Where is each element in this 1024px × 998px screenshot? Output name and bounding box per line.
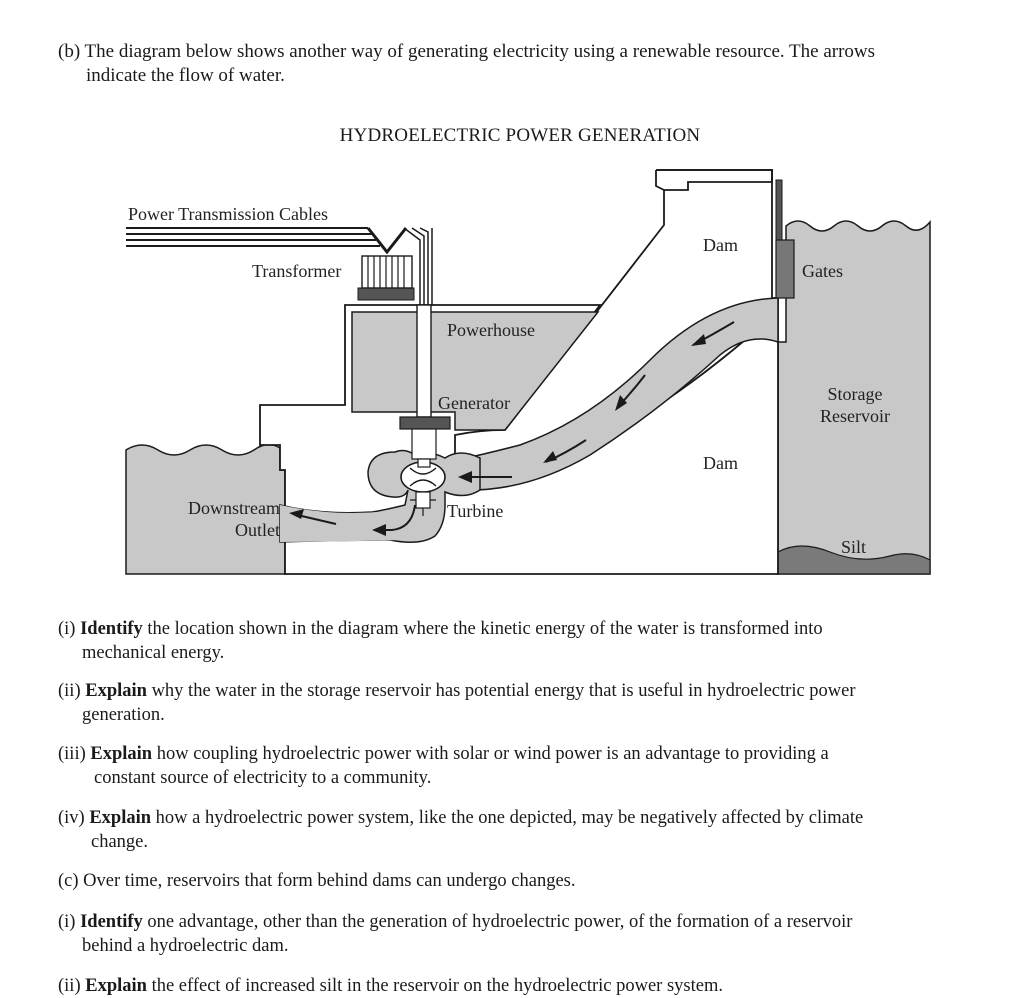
label-downstream: Downstream <box>188 498 280 518</box>
silt-layer <box>777 545 931 575</box>
question-number: (ii) <box>58 680 86 701</box>
question-text: the effect of increased silt in the rese… <box>146 975 723 996</box>
turbine-base <box>415 491 431 509</box>
question-text: why the water in the storage reservoir h… <box>146 680 856 701</box>
flow-arrowhead-6 <box>289 509 304 519</box>
question-number: (ii) <box>58 975 86 996</box>
question-number: (i) <box>58 618 81 639</box>
flow-arrowhead-4 <box>458 471 472 483</box>
question-verb: Explain <box>85 680 147 701</box>
question-verb: Identify <box>80 911 143 932</box>
outlet-channel <box>280 500 432 542</box>
label-powerhouse: Powerhouse <box>447 320 535 340</box>
label-cables: Power Transmission Cables <box>128 204 328 224</box>
label-gates: Gates <box>802 261 843 281</box>
question-b-iii: (iii) Explain how coupling hydroelectric… <box>58 742 988 790</box>
question-text-cont: change. <box>91 831 149 852</box>
shaft-lower <box>417 458 431 468</box>
generator-cables <box>403 227 433 305</box>
question-text: how coupling hydroelectric power with so… <box>152 743 829 764</box>
generator-housing <box>399 416 451 430</box>
transformer-fins <box>367 256 405 288</box>
question-verb: Identify <box>80 618 143 639</box>
label-outlet: Outlet <box>235 520 280 540</box>
question-b-ii: (ii) Explain why the water in the storag… <box>58 679 988 727</box>
question-text-cont: constant source of electricity to a comm… <box>94 767 432 788</box>
label-reservoir: Reservoir <box>820 406 890 426</box>
question-text: how a hydroelectric power system, like t… <box>151 807 864 828</box>
flow-arrowhead-3 <box>543 451 557 463</box>
gate <box>775 239 795 299</box>
flow-arrow-5 <box>376 504 416 531</box>
question-c: (c) Over time, reservoirs that form behi… <box>58 869 988 893</box>
flow-arrowhead-1 <box>691 334 706 346</box>
dam-crest <box>504 169 773 431</box>
label-silt: Silt <box>841 537 866 557</box>
dam-face <box>655 170 665 191</box>
label-dam-top: Dam <box>703 235 738 255</box>
question-verb: Explain <box>90 743 153 764</box>
label-generator: Generator <box>438 393 510 413</box>
label-transformer: Transformer <box>252 261 341 281</box>
intro-paragraph: (b) The diagram below shows another way … <box>58 40 978 88</box>
question-b-i: (i) Identify the location shown in the d… <box>58 617 988 665</box>
powerhouse-building <box>351 311 600 431</box>
question-text-cont: mechanical energy. <box>82 642 225 663</box>
flow-arrowheads <box>289 334 706 536</box>
flow-arrowhead-5 <box>372 524 386 536</box>
hydroelectric-diagram: Power Transmission Cables Transformer Po… <box>125 169 931 575</box>
question-text-cont: behind a hydroelectric dam. <box>82 935 289 956</box>
question-text-cont: generation. <box>82 704 165 725</box>
intro-line-1: (b) The diagram below shows another way … <box>58 41 876 62</box>
label-storage: Storage <box>828 384 883 404</box>
question-number: (iv) <box>58 807 90 828</box>
question-b-iv: (iv) Explain how a hydroelectric power s… <box>58 806 988 854</box>
question-number: (iii) <box>58 743 91 764</box>
intro-line-2: indicate the flow of water. <box>86 65 285 86</box>
question-c-i: (i) Identify one advantage, other than t… <box>58 910 988 958</box>
diagram-title: HYDROELECTRIC POWER GENERATION <box>339 125 701 146</box>
label-turbine: Turbine <box>447 501 503 521</box>
question-text: (c) Over time, reservoirs that form behi… <box>58 870 576 891</box>
generator-shaft <box>416 304 432 418</box>
gate-rod <box>775 179 783 241</box>
flow-arrowhead-2 <box>615 395 627 411</box>
turbine-stub <box>410 499 436 516</box>
question-verb: Explain <box>89 807 152 828</box>
transformer-bushing <box>366 227 408 255</box>
question-c-ii: (ii) Explain the effect of increased sil… <box>58 974 988 998</box>
generator-coupling <box>411 428 437 460</box>
question-text: one advantage, other than the generation… <box>142 911 853 932</box>
turbine-blades <box>409 467 437 487</box>
storage-reservoir-water <box>777 219 931 575</box>
question-verb: Explain <box>85 975 147 996</box>
transformer-base <box>357 287 415 301</box>
question-number: (i) <box>58 911 81 932</box>
question-text: the location shown in the diagram where … <box>142 618 823 639</box>
power-transmission-cables <box>126 227 380 247</box>
label-dam-bottom: Dam <box>703 453 738 473</box>
